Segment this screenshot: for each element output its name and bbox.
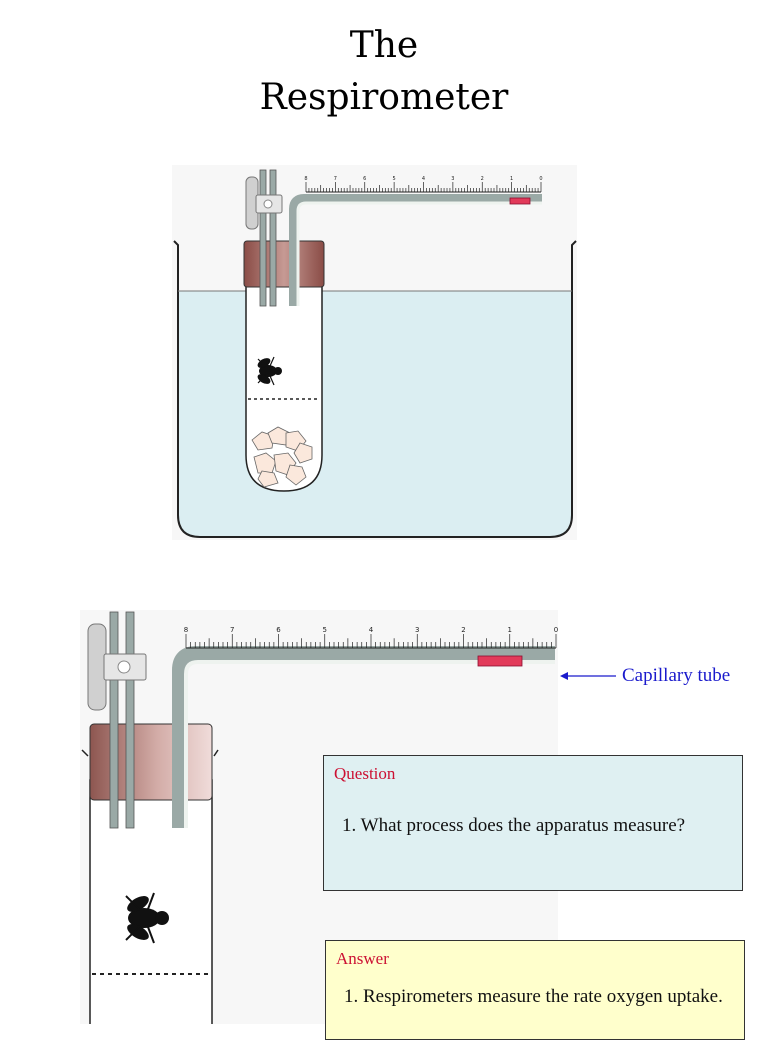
title-line-2: Respirometer (259, 77, 509, 118)
zoom-ruler-tick-label: 4 (369, 626, 374, 634)
ruler-tick-label: 8 (304, 176, 307, 182)
zoom-ruler-tick-label: 6 (276, 626, 281, 634)
zoom-ruler-tick-label: 7 (230, 626, 234, 634)
soda-lime-granules (251, 426, 313, 488)
ruler-tick-label: 4 (422, 176, 425, 182)
ruler-tick-label: 3 (451, 176, 454, 182)
zoom-ruler-tick-label: 0 (554, 626, 558, 634)
clamp-icon (245, 176, 283, 230)
coloured-droplet (509, 197, 531, 205)
zoom-clamp-icon (87, 623, 147, 711)
answer-box: Answer 1. Respirometers measure the rate… (325, 940, 745, 1040)
beaker-rim-left (81, 749, 89, 757)
test-tube (245, 253, 323, 492)
ruler-tick-label: 7 (334, 176, 337, 182)
capillary-tube (289, 194, 542, 306)
zoom-ruler-tick-label: 1 (508, 626, 512, 634)
ruler-tick-label: 1 (510, 176, 513, 182)
capillary-tube-bore (296, 201, 542, 306)
question-box: Question 1. What process does the appara… (323, 755, 743, 891)
zoom-ruler-tick-label: 3 (415, 626, 419, 634)
zoom-capillary-tube-bore (184, 660, 555, 828)
question-text: 1. What process does the apparatus measu… (342, 815, 686, 836)
answer-header: Answer (336, 949, 389, 968)
ruler-tick-label: 2 (481, 176, 484, 182)
zoom-clamp-tube (109, 611, 135, 829)
zoom-coloured-droplet (477, 655, 523, 667)
question-header: Question (334, 764, 396, 783)
ruler-tick-label: 5 (393, 176, 396, 182)
zoom-capillary-tube (172, 646, 555, 828)
rubber-bung (243, 240, 325, 288)
beaker-outline (173, 240, 577, 538)
fly-icon (257, 356, 282, 386)
zoom-fly-icon (125, 892, 169, 944)
beaker-rim-right (213, 749, 219, 757)
zoom-ruler-tick-label: 5 (323, 626, 327, 634)
zoom-ruler-tick-label: 2 (461, 626, 465, 634)
zoom-rubber-bung (89, 723, 213, 801)
answer-text: 1. Respirometers measure the rate oxygen… (344, 986, 723, 1007)
clamp-tube (259, 169, 277, 307)
ruler-tick-label: 6 (363, 176, 366, 182)
water-bath (178, 291, 572, 537)
callout-arrow (560, 672, 616, 680)
ruler-tick-label: 0 (539, 176, 542, 182)
zoom-ruler-tick-label: 8 (184, 626, 188, 634)
zoom-scale-ruler: 8 7 6 5 4 3 2 1 0 (184, 626, 558, 649)
title-line-1: The (349, 25, 419, 66)
scale-ruler: 8 7 6 5 4 3 2 1 0 (304, 176, 543, 193)
capillary-tube-label: Capillary tube (622, 665, 731, 686)
respirometer-diagram: 8 7 6 5 4 3 2 1 0 (172, 165, 577, 540)
